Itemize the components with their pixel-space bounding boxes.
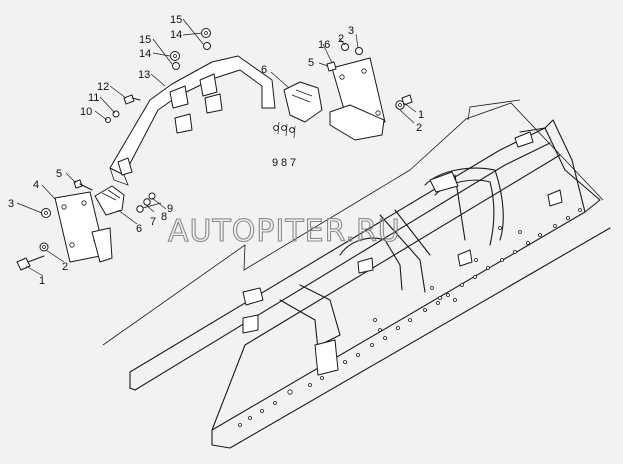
frame-rail: [102, 99, 611, 449]
callout-9-left: 9: [167, 203, 173, 215]
callout-5-left: 5: [56, 168, 62, 180]
callout-14-b: 14: [170, 29, 182, 41]
callout-12: 12: [97, 81, 109, 93]
callout-2-left: 2: [62, 261, 68, 273]
callout-2-right-a: 2: [416, 122, 422, 134]
left-bracket-assembly: [16, 179, 156, 271]
callout-numbers: 1 2 3 4 5 6 7 8 9 10 11 12 13 14 15 14 1…: [8, 14, 424, 287]
callout-5-right: 5: [308, 57, 314, 69]
callout-16: 16: [318, 39, 330, 51]
right-bracket-assembly: [273, 43, 413, 141]
callout-7-right: 7: [290, 157, 296, 169]
callout-13: 13: [138, 69, 150, 81]
callout-1-right: 1: [418, 109, 424, 121]
callout-7-left: 7: [150, 216, 156, 228]
callout-2-right-b: 2: [338, 33, 344, 45]
callout-8-right: 8: [281, 157, 287, 169]
bent-bracket: [105, 28, 276, 186]
callout-10: 10: [80, 106, 92, 118]
callout-15-a: 15: [139, 34, 151, 46]
rail-holes: [238, 208, 582, 427]
callout-8-left: 8: [161, 211, 167, 223]
callout-3-right: 3: [348, 25, 354, 37]
watermark-text: AUTOPITER.RU: [168, 214, 401, 249]
callout-15-b: 15: [170, 14, 182, 26]
callout-14-a: 14: [139, 48, 151, 60]
callout-9-right: 9: [272, 157, 278, 169]
callout-6-right: 6: [261, 64, 267, 76]
callout-4-left: 4: [33, 179, 39, 191]
callout-1-left: 1: [39, 275, 45, 287]
callout-3-left: 3: [8, 198, 14, 210]
callout-11: 11: [88, 92, 99, 104]
callout-6-left: 6: [136, 223, 142, 235]
leader-lines: [16, 18, 417, 277]
